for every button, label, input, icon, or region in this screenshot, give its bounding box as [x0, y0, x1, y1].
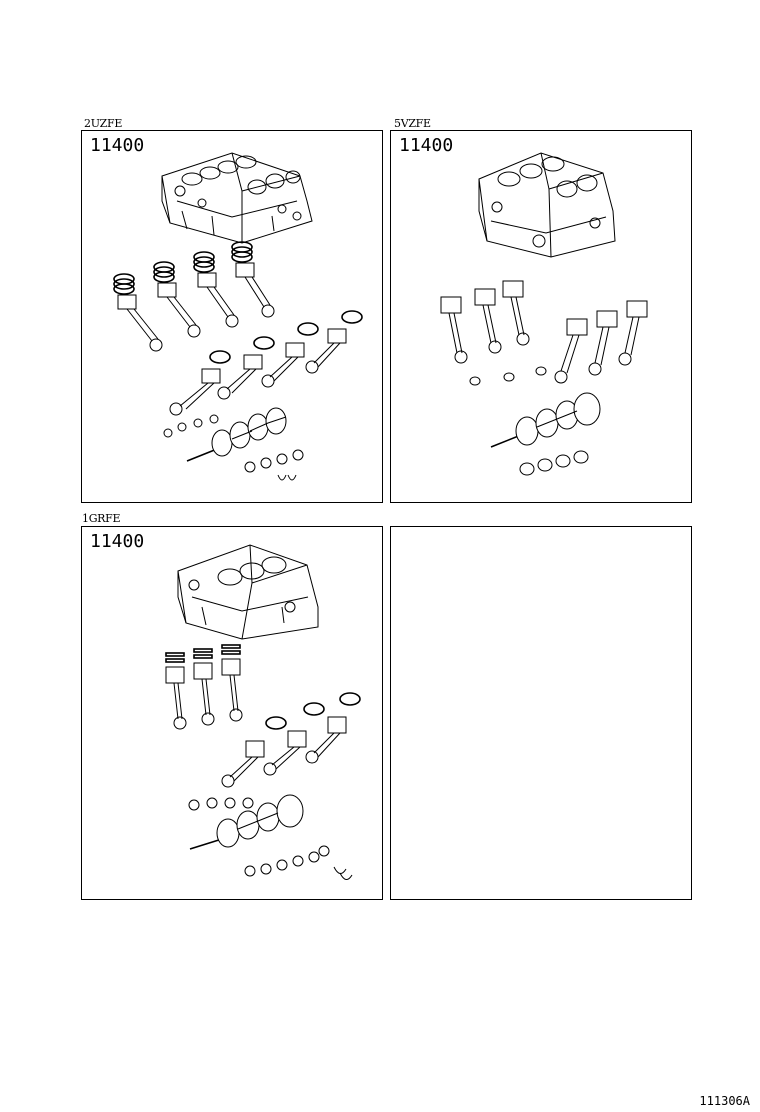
panel-2uzfe: 11400	[81, 130, 383, 503]
crankshaft-drawing	[490, 392, 601, 448]
engine-label-1grfe: 1GRFE	[82, 512, 121, 525]
short-block-v6-illustration	[165, 544, 361, 880]
panel-empty	[390, 526, 692, 900]
crankshaft-drawing	[189, 794, 304, 850]
crankshaft-drawing	[186, 407, 287, 462]
short-block-v8-illustration	[113, 152, 363, 481]
piston-rings-drawing	[113, 241, 253, 295]
part-number: 11400	[90, 135, 145, 156]
cylinder-block-drawing	[161, 152, 313, 244]
bearings-drawing	[163, 414, 304, 481]
engine-label-5vzfe: 5VZFE	[394, 117, 431, 130]
part-number: 11400	[90, 531, 145, 552]
catalog-reference: 111306A	[699, 1094, 750, 1108]
short-block-v6-illustration	[440, 152, 648, 476]
pistons-connecting-rods-drawing	[440, 280, 648, 384]
part-number: 11400	[399, 135, 454, 156]
cylinder-block-drawing	[478, 152, 616, 258]
engine-label-2uzfe: 2UZFE	[84, 117, 123, 130]
panel-5vzfe: 11400	[390, 130, 692, 503]
piston-rings-drawing	[165, 644, 241, 663]
bearings-drawing	[469, 366, 589, 476]
pistons-connecting-rods-drawing	[165, 658, 361, 788]
bearings-drawing	[188, 797, 353, 880]
cylinder-block-drawing	[177, 544, 319, 640]
panel-1grfe: 11400	[81, 526, 383, 900]
pistons-connecting-rods-drawing	[117, 262, 363, 416]
